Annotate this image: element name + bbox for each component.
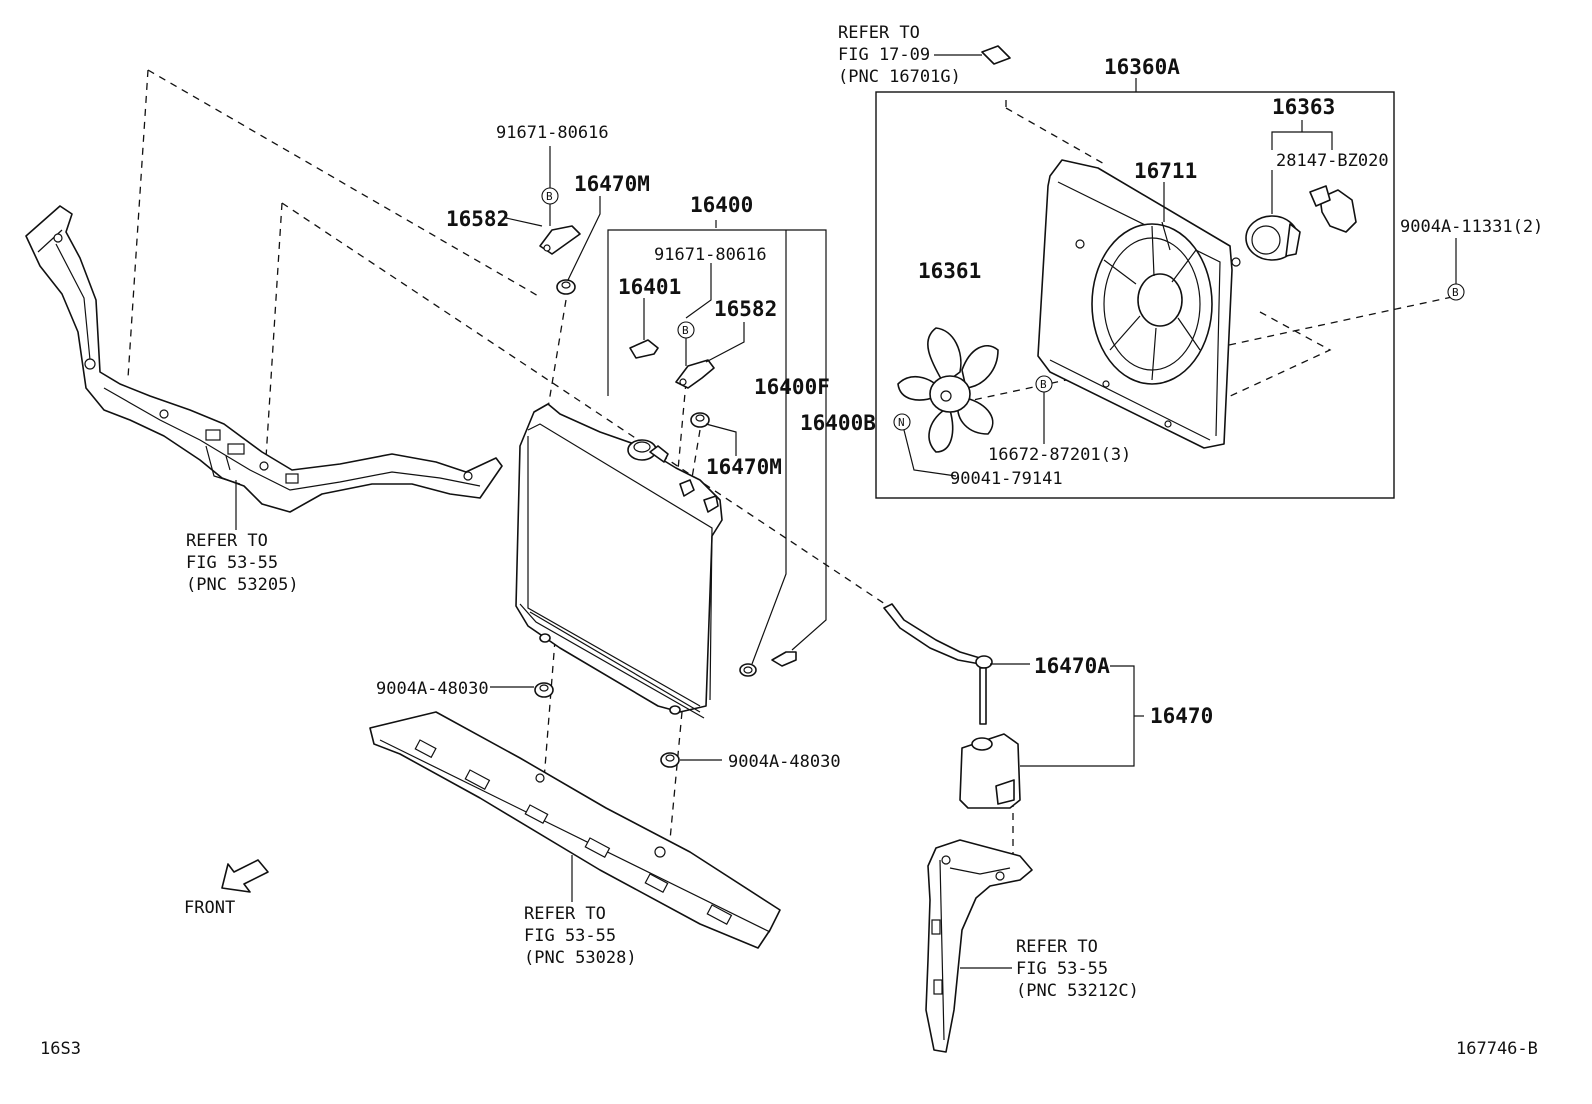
label-16582-mid: 16582 [714,297,777,321]
label-16672: 16672-87201(3) [988,445,1131,465]
svg-text:(PNC 16701G): (PNC 16701G) [838,67,961,87]
label-16400f: 16400F [754,375,830,399]
svg-text:B: B [546,190,553,203]
svg-text:FIG 53-55: FIG 53-55 [524,926,616,946]
label-16470m-top: 16470M [574,172,650,196]
label-16711: 16711 [1134,159,1197,183]
marker-b-right: B [1447,283,1465,301]
footer-left-code: 16S3 [40,1039,81,1059]
marker-b-top: B [541,187,559,205]
callout-lower-support: REFER TO FIG 53-55 (PNC 53028) [524,904,637,968]
label-9004a-11331: 9004A-11331(2) [1400,217,1543,237]
svg-text:(PNC 53212C): (PNC 53212C) [1016,981,1139,1001]
label-16401: 16401 [618,275,681,299]
fan-assembly-box [875,91,1395,499]
label-16361: 16361 [918,259,981,283]
svg-text:B: B [682,324,689,337]
motor-connector-28147 [1309,185,1357,233]
drain-cock-16400b [771,651,797,667]
part-labels: 91671-80616 16470M 16582 16400 91671-806… [376,55,1543,772]
label-16360a: 16360A [1104,55,1180,79]
svg-text:FIG 53-55: FIG 53-55 [186,553,278,573]
drain-gasket-16400f [739,663,757,677]
marker-b-shroud: B [1035,375,1053,393]
fan-shroud-16711 [1037,159,1241,449]
bracket-16582-mid [675,359,715,389]
front-arrow-icon [221,859,269,893]
front-label: FRONT [184,898,235,918]
grommet-lower-left [534,682,554,698]
bracket-16363 [1271,120,1333,214]
callout-upper-support: REFER TO FIG 53-55 (PNC 53205) [186,531,299,595]
svg-text:(PNC 53205): (PNC 53205) [186,575,299,595]
upper-radiator-support [25,205,503,513]
label-16470m-mid: 16470M [706,455,782,479]
label-28147: 28147-BZ020 [1276,151,1389,171]
fan-motor-16363 [1245,215,1301,261]
svg-text:B: B [1040,378,1047,391]
svg-text:REFER TO: REFER TO [186,531,268,551]
callout-side-support: REFER TO FIG 53-55 (PNC 53212C) [1016,937,1139,1001]
svg-text:REFER TO: REFER TO [1016,937,1098,957]
cushion-16470m-mid [690,412,710,428]
label-90041: 90041-79141 [950,469,1063,489]
fan-blade-16361 [897,327,999,453]
reserve-hose [883,603,993,725]
callout-refer-fan: REFER TO FIG 17-09 (PNC 16701G) [838,23,961,87]
svg-text:N: N [898,416,905,429]
leader-lines [490,146,1457,767]
connector-tag [981,45,1011,65]
label-9004a-48030-right: 9004A-48030 [728,752,841,772]
label-91671-mid: 91671-80616 [654,245,767,265]
grommet-lower-right [660,752,680,768]
reserve-tank [959,733,1021,809]
svg-text:FIG 53-55: FIG 53-55 [1016,959,1108,979]
label-16400b: 16400B [800,411,876,435]
label-16363: 16363 [1272,95,1335,119]
label-16470a: 16470A [1034,654,1110,678]
side-radiator-support [925,839,1033,1053]
radiator [515,403,723,719]
label-16400: 16400 [690,193,753,217]
bracket-16582-left [539,225,581,255]
svg-text:B: B [1452,286,1459,299]
lower-radiator-support [369,711,781,949]
assembly-dashed-lines [127,69,1453,855]
footer-right-code: 167746-B [1456,1039,1538,1059]
svg-text:FIG 17-09: FIG 17-09 [838,45,930,65]
marker-b-mid: B [677,321,695,339]
cushion-16470m-top [556,279,576,295]
label-9004a-48030-left: 9004A-48030 [376,679,489,699]
label-16470: 16470 [1150,704,1213,728]
cap-16401 [629,339,659,359]
marker-n: N [893,413,911,431]
label-16582-left: 16582 [446,207,509,231]
svg-text:REFER TO: REFER TO [524,904,606,924]
label-91671-top: 91671-80616 [496,123,609,143]
svg-text:REFER TO: REFER TO [838,23,920,43]
svg-text:(PNC 53028): (PNC 53028) [524,948,637,968]
